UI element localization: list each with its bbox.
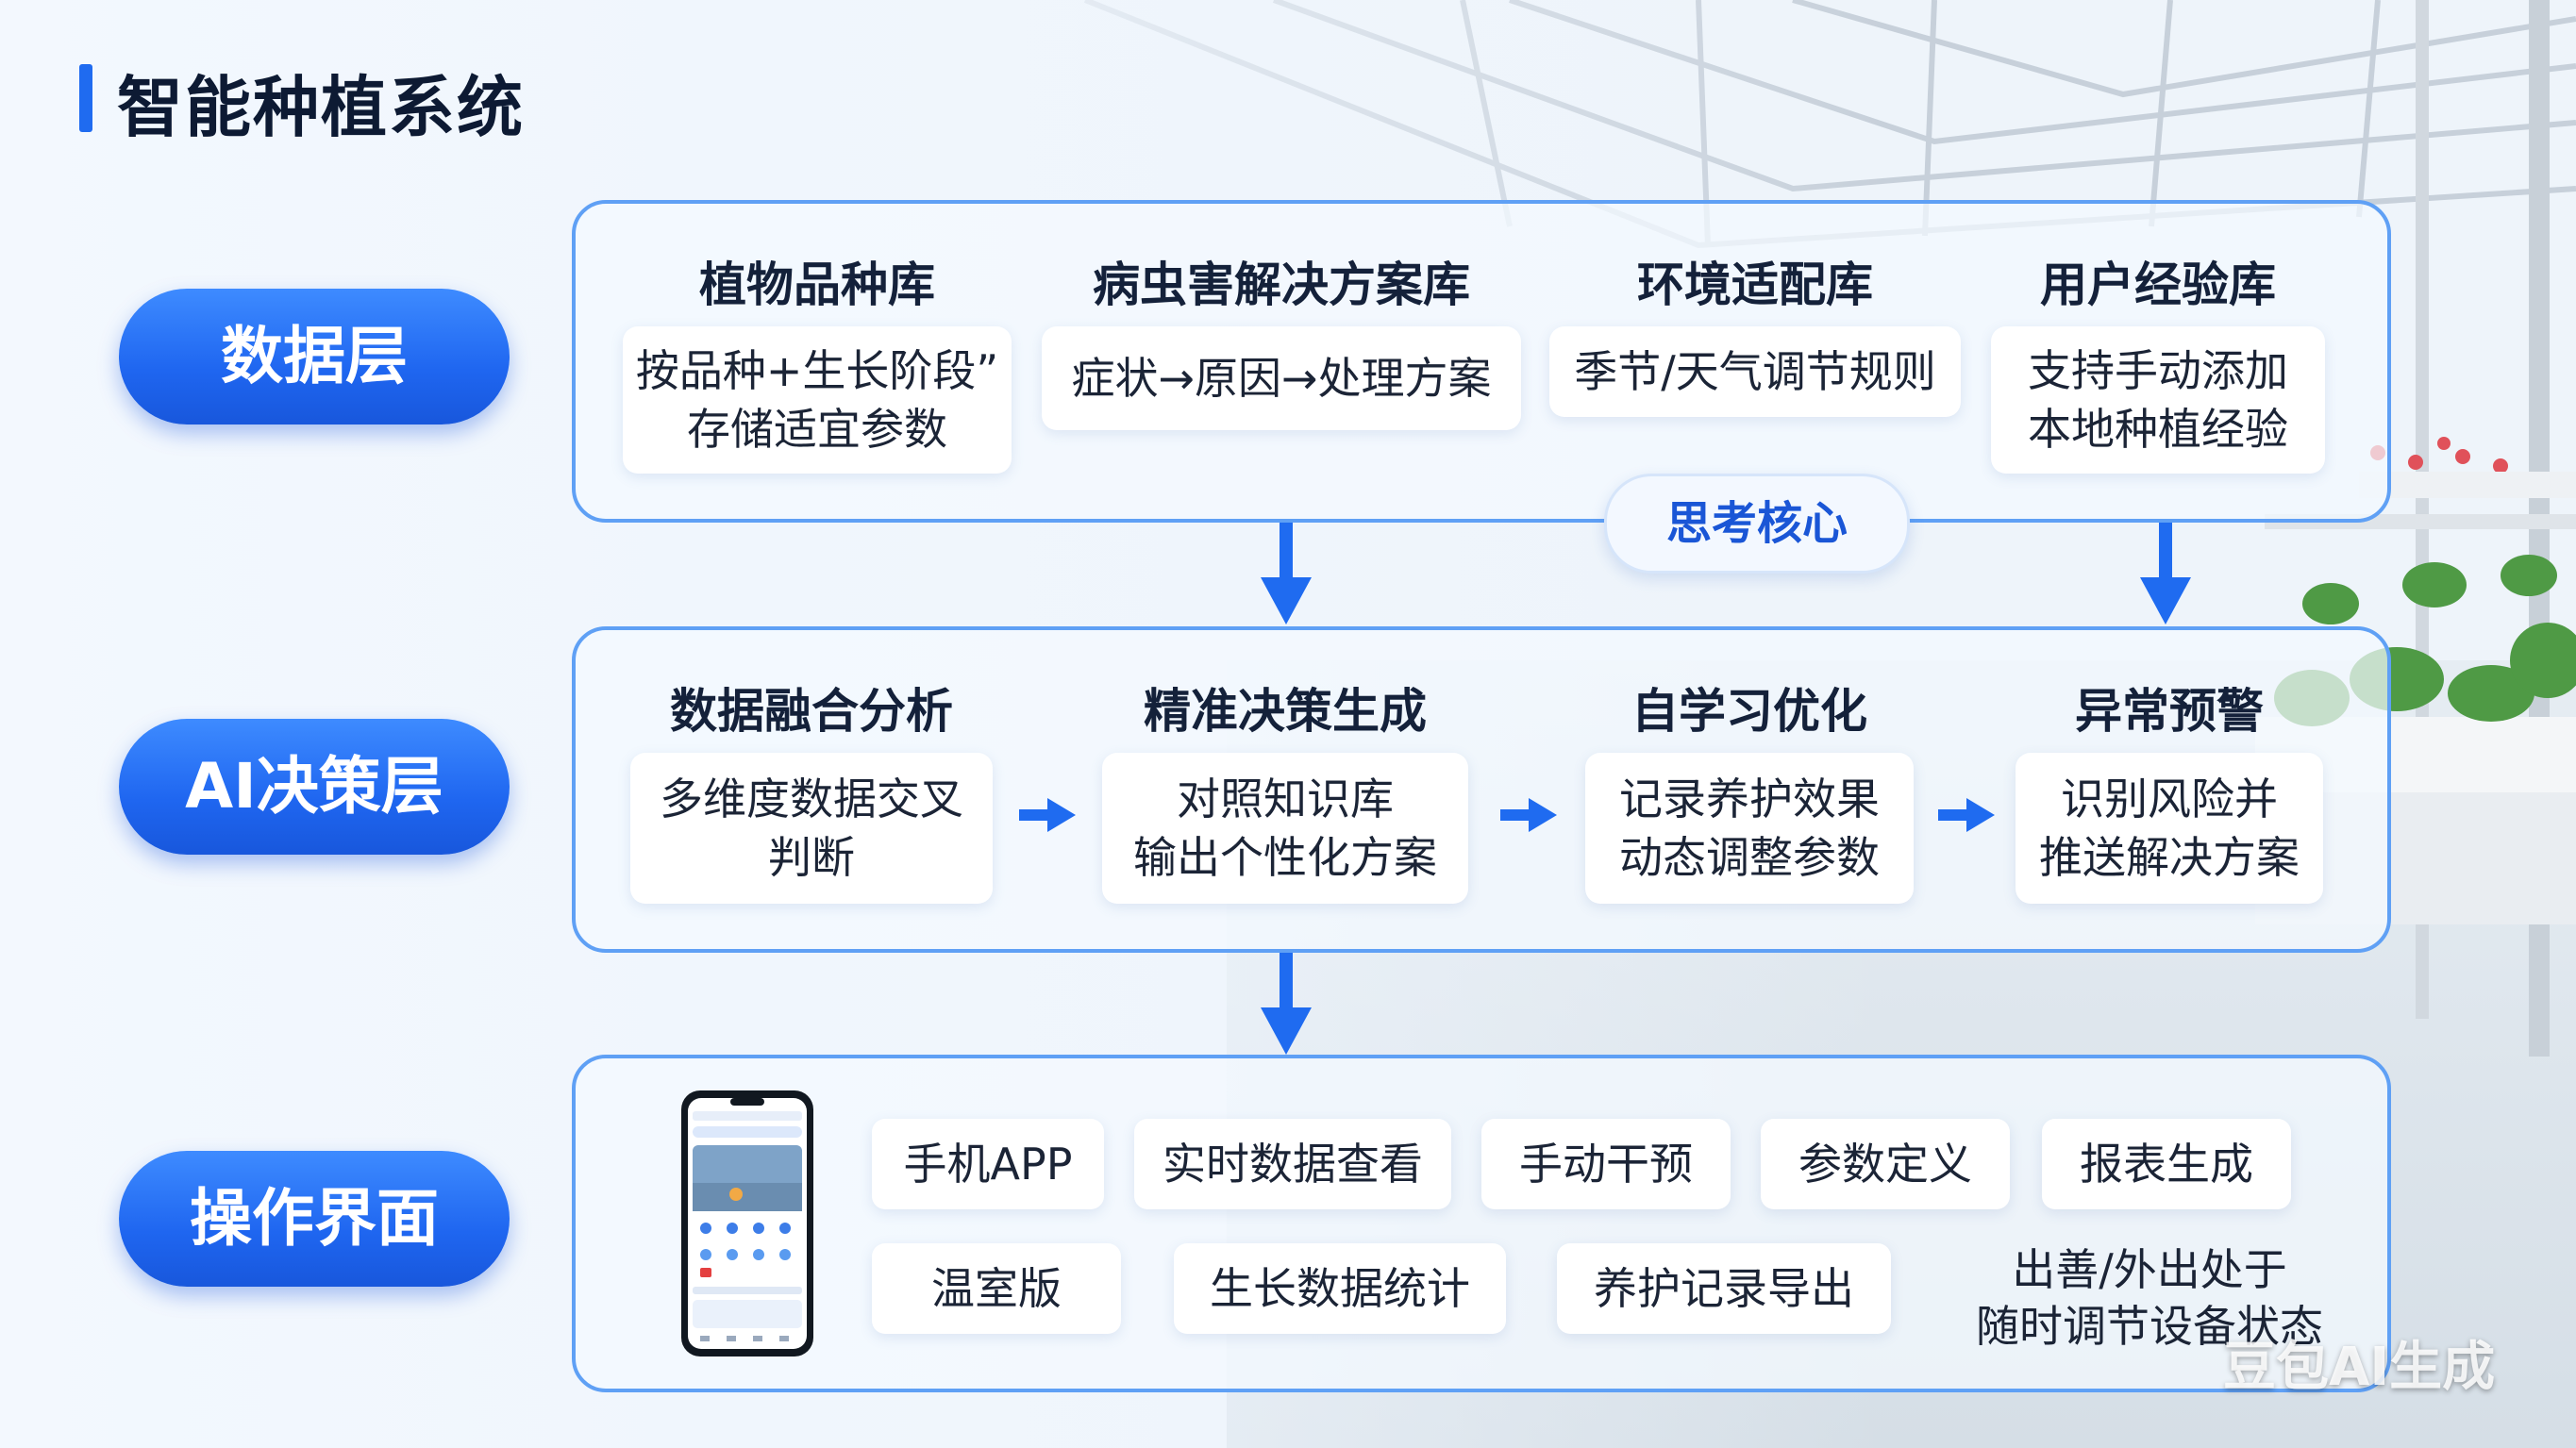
ai-card-2: 对照知识库 输出个性化方案 xyxy=(1102,753,1468,904)
ui-chip-greenhouse-edition: 温室版 xyxy=(872,1243,1121,1334)
ai-card-2-line-1: 对照知识库 xyxy=(1177,774,1394,824)
ai-card-2-line-2: 输出个性化方案 xyxy=(1133,832,1437,883)
ai-card-1-line-1: 多维度数据交叉 xyxy=(660,774,963,824)
core-badge: 思考核心 xyxy=(1604,474,1910,574)
arrow-right-icon xyxy=(1938,798,1995,832)
ai-card-3: 记录养护效果 动态调整参数 xyxy=(1585,753,1914,904)
data-card-1-line-1: 按品种+生长阶段” xyxy=(635,345,999,396)
data-card-3: 季节/天气调节规则 xyxy=(1549,326,1961,417)
arrow-down-icon xyxy=(2140,523,2191,624)
data-card-2: 症状→原因→处理方案 xyxy=(1042,326,1521,430)
page-title: 智能种植系统 xyxy=(117,69,525,146)
ui-chip-growth-statistics: 生长数据统计 xyxy=(1174,1243,1506,1334)
watermark: 豆包AI生成 xyxy=(2223,1337,2496,1398)
ai-card-4-line-1: 识别风险并 xyxy=(2061,774,2278,824)
layer-label-ai: AI决策层 xyxy=(119,719,510,855)
ui-remote-note-line-1: 出善/外出处于 xyxy=(2012,1244,2287,1295)
ai-card-3-line-1: 记录养护效果 xyxy=(1619,774,1880,824)
data-card-1-line-2: 存储适宜参数 xyxy=(687,404,947,455)
ai-col-head-4: 异常预警 xyxy=(2075,684,2264,739)
data-card-3-line-1: 季节/天气调节规则 xyxy=(1574,346,1936,397)
arrow-right-icon xyxy=(1500,798,1557,832)
ui-remote-note: 出善/外出处于 随时调节设备状态 xyxy=(1970,1241,2329,1355)
layer-label-data: 数据层 xyxy=(119,289,510,424)
ai-card-4: 识别风险并 推送解决方案 xyxy=(2016,753,2323,904)
ui-layer-panel xyxy=(572,1055,2391,1392)
ui-remote-note-line-2: 随时调节设备状态 xyxy=(1976,1301,2323,1352)
layer-label-ui: 操作界面 xyxy=(119,1151,510,1287)
arrow-down-icon xyxy=(1261,523,1312,624)
data-col-head-3: 环境适配库 xyxy=(1637,258,1873,312)
ai-card-4-line-2: 推送解决方案 xyxy=(2039,832,2300,883)
ui-chip-manual-control: 手动干预 xyxy=(1481,1119,1731,1209)
arrow-down-icon xyxy=(1261,953,1312,1055)
arrow-right-icon xyxy=(1019,798,1076,832)
data-card-4-line-1: 支持手动添加 xyxy=(2028,345,2288,396)
ai-card-1-line-2: 判断 xyxy=(768,832,855,883)
ai-card-3-line-2: 动态调整参数 xyxy=(1619,832,1880,883)
data-col-head-2: 病虫害解决方案库 xyxy=(1093,258,1470,312)
phone-mockup-icon xyxy=(681,1090,813,1356)
title-accent-bar xyxy=(79,64,92,132)
data-col-head-4: 用户经验库 xyxy=(2040,258,2276,312)
data-card-2-line-1: 症状→原因→处理方案 xyxy=(1071,353,1492,404)
data-card-4: 支持手动添加 本地种植经验 xyxy=(1991,326,2325,474)
ui-chip-parameter-definition: 参数定义 xyxy=(1761,1119,2010,1209)
ui-chip-report-generation: 报表生成 xyxy=(2042,1119,2291,1209)
ai-card-1: 多维度数据交叉 判断 xyxy=(630,753,993,904)
ui-chip-realtime-data: 实时数据查看 xyxy=(1134,1119,1451,1209)
ui-chip-care-record-export: 养护记录导出 xyxy=(1557,1243,1891,1334)
ai-col-head-2: 精准决策生成 xyxy=(1144,684,1427,739)
data-col-head-1: 植物品种库 xyxy=(699,258,935,312)
data-card-1: 按品种+生长阶段” 存储适宜参数 xyxy=(623,326,1012,474)
ui-chip-mobile-app: 手机APP xyxy=(872,1119,1104,1209)
ai-col-head-1: 数据融合分析 xyxy=(670,684,953,739)
data-card-4-line-2: 本地种植经验 xyxy=(2028,404,2288,455)
ai-col-head-3: 自学习优化 xyxy=(1631,684,1867,739)
